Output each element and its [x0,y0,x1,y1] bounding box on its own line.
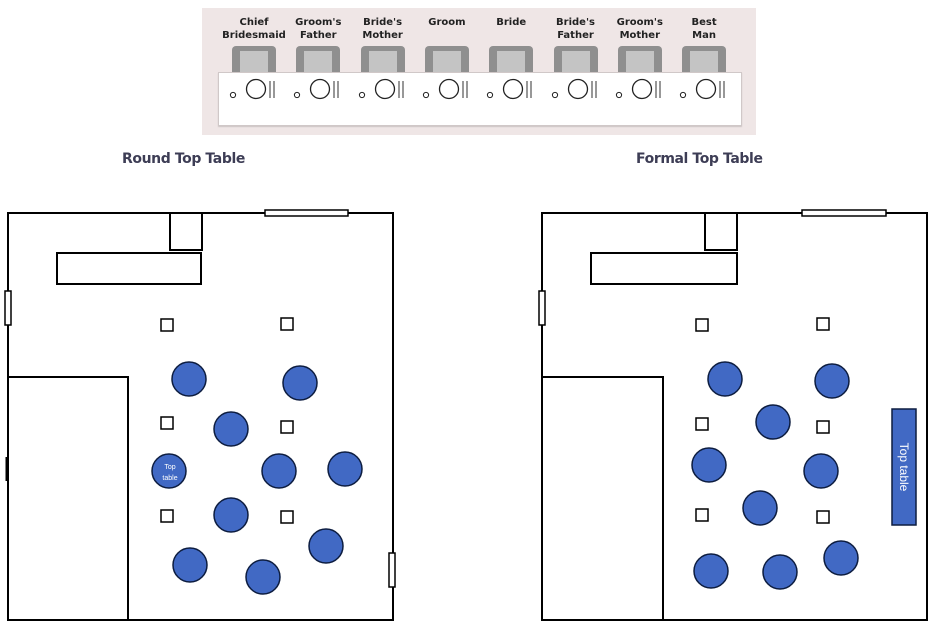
door-left [538,290,546,326]
round-top-table [151,453,187,489]
cake-table [704,212,738,251]
pillar [816,420,830,434]
seat-label-line2: Father [299,30,337,41]
guest-table [308,528,344,564]
door-right [388,552,396,588]
pillar [280,420,294,434]
round-top-table-caption: Round Top Table [122,151,245,167]
seat-label-line1: Best [691,17,717,28]
place-setting-icon [358,78,404,100]
formal-top-table-label: Top table [897,443,911,492]
pillar [816,510,830,524]
chair-seat [432,51,461,74]
formal-top-table-caption: Formal Top Table [636,151,763,167]
door-left [4,290,12,326]
pillar [280,317,294,331]
place-setting-icon [229,78,275,100]
chair-seat [561,51,590,74]
buffet-table [56,252,202,285]
seat-label-line2: Mother [619,30,661,41]
top-table-surface [218,72,742,126]
guest-table [213,497,249,533]
guest-table [282,365,318,401]
pillar [695,318,709,332]
seat-label-line1: Groom [428,17,466,28]
pillar [160,416,174,430]
seat-label: Bride [471,16,551,29]
dance-floor [541,376,664,621]
seat-label-line1: Bride [496,17,527,28]
guest-table [245,559,281,595]
guest-table [742,490,778,526]
seat-label-line2: Man [692,30,716,41]
pillar [695,508,709,522]
cake-table [169,212,203,251]
seat-label-line1: Groom's [616,17,663,28]
seat-label-line2: Mother [362,30,403,41]
formal-top-table [891,408,917,526]
door-top [264,209,349,217]
guest-table [171,361,207,397]
guest-table [327,451,363,487]
guest-table [755,404,791,440]
guest-table [693,553,729,589]
place-setting-icon [615,78,661,100]
formal-top-table-floor-plan: Top table [538,209,928,621]
chair-seat [625,51,654,74]
guest-tables [691,361,859,590]
pillar [695,417,709,431]
pillars [160,317,294,524]
place-setting-icon [422,78,468,100]
guest-table [803,453,839,489]
guest-tables [171,361,363,595]
round-top-table-floor-plan: Top table [4,209,396,621]
guest-table [213,411,249,447]
pillar [280,510,294,524]
guest-table [261,453,297,489]
pillar [160,509,174,523]
pillar [816,317,830,331]
chair-seat [690,51,719,74]
seat-label-line1: Bride's [363,17,403,28]
seat-label-line1: Bride's [556,17,595,28]
pillar [160,318,174,332]
place-setting-icon [487,78,532,100]
chair-seat [368,51,397,74]
dance-floor [7,376,129,621]
round-top-table-label-line1: Top [164,464,175,471]
seat-label-line2: Bridesmaid [222,30,286,41]
chair-seat [304,51,333,74]
round-top-table-label-line2: table [162,475,177,482]
pillars [695,317,830,524]
seat-label-line2: Father [557,30,594,41]
guest-table [172,547,208,583]
seat-label: Groom [407,16,487,29]
guest-table [691,447,727,483]
door-top [801,209,887,217]
seat-label-line1: Groom's [295,17,342,28]
place-setting-icon [679,78,725,100]
guest-table [707,361,743,397]
buffet-table [590,252,738,285]
chair-seat [240,51,268,74]
guest-table [762,554,798,590]
seat-label-line1: Chief [239,17,269,28]
place-setting-icon [294,78,339,100]
guest-table [814,363,850,399]
place-setting-icon [551,78,597,100]
chair-seat [497,51,526,74]
guest-table [823,540,859,576]
